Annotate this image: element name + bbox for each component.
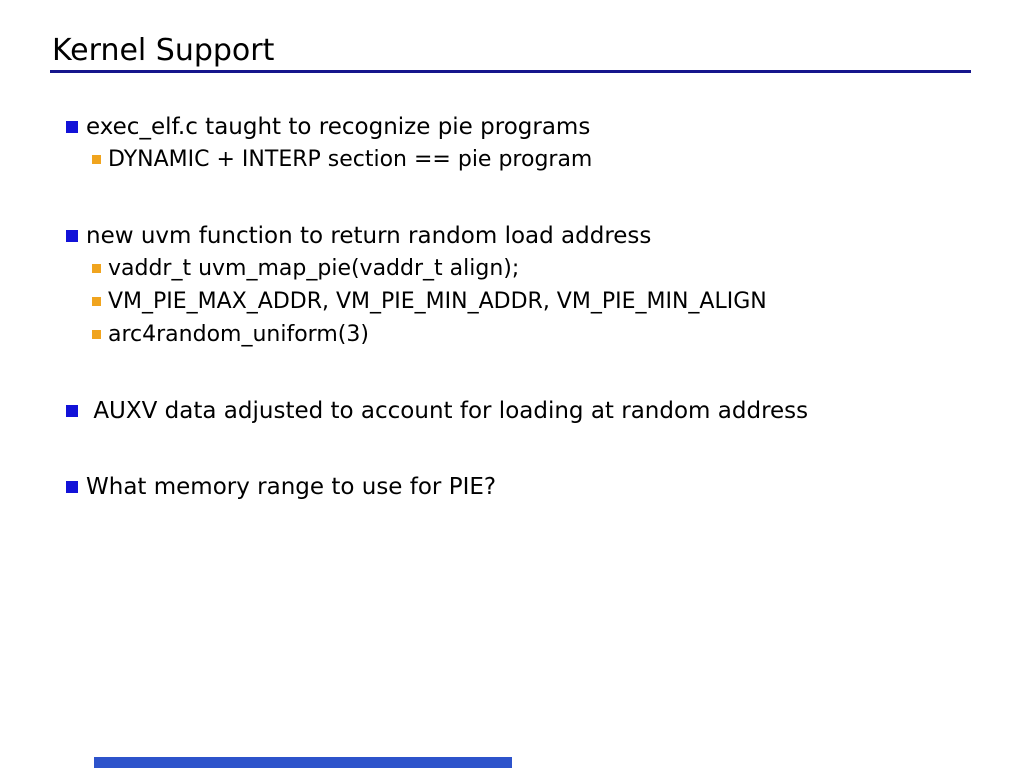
bullet-group: What memory range to use for PIE? [0, 470, 1024, 503]
bullet-text: exec_elf.c taught to recognize pie progr… [86, 113, 591, 140]
square-sub-bullet-icon [92, 297, 101, 306]
bullet-text: DYNAMIC + INTERP section == pie program [108, 147, 593, 172]
slide-title: Kernel Support [52, 33, 275, 68]
square-bullet-icon [66, 480, 78, 493]
bullet-item: What memory range to use for PIE? [0, 470, 1024, 503]
square-sub-bullet-icon [92, 264, 101, 273]
square-bullet-icon [66, 229, 78, 242]
bullet-group: new uvm function to return random load a… [0, 219, 1024, 351]
bullet-group: exec_elf.c taught to recognize pie progr… [0, 110, 1024, 176]
square-bullet-icon [66, 404, 78, 417]
bullet-text: What memory range to use for PIE? [86, 473, 497, 500]
bullet-text: arc4random_uniform(3) [108, 322, 369, 347]
bullet-item: arc4random_uniform(3) [0, 318, 1024, 351]
bullet-item: VM_PIE_MAX_ADDR, VM_PIE_MIN_ADDR, VM_PIE… [0, 285, 1024, 318]
bullet-text: vaddr_t uvm_map_pie(vaddr_t align); [108, 256, 520, 281]
bullet-text: AUXV data adjusted to account for loadin… [86, 397, 809, 424]
square-sub-bullet-icon [92, 330, 101, 339]
bullet-text: VM_PIE_MAX_ADDR, VM_PIE_MIN_ADDR, VM_PIE… [108, 289, 767, 314]
bullet-item: AUXV data adjusted to account for loadin… [0, 394, 1024, 427]
bullet-item: exec_elf.c taught to recognize pie progr… [0, 110, 1024, 143]
square-sub-bullet-icon [92, 155, 101, 164]
bullet-item: vaddr_t uvm_map_pie(vaddr_t align); [0, 252, 1024, 285]
bullet-group: AUXV data adjusted to account for loadin… [0, 394, 1024, 427]
slide-progress-bar [94, 757, 512, 768]
bullet-item: DYNAMIC + INTERP section == pie program [0, 143, 1024, 176]
bullet-item: new uvm function to return random load a… [0, 219, 1024, 252]
square-bullet-icon [66, 120, 78, 133]
bullet-text: new uvm function to return random load a… [86, 222, 652, 249]
title-underline-rule [50, 70, 971, 73]
bullet-list: exec_elf.c taught to recognize pie progr… [0, 110, 1024, 503]
